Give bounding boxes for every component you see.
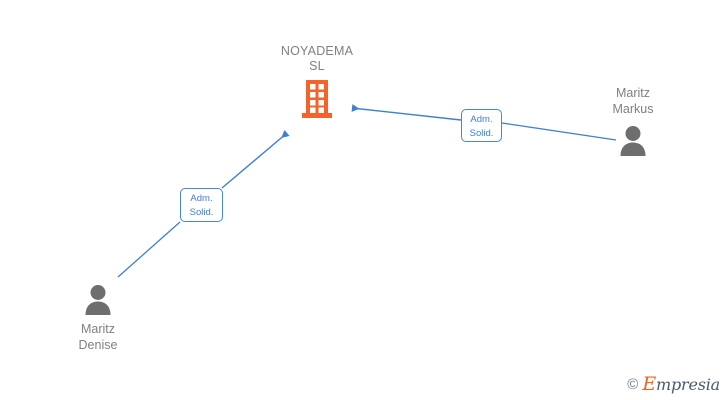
copyright-icon: © — [627, 376, 639, 393]
edge-markus-to-company-left — [351, 104, 462, 121]
person-node-markus[interactable]: Maritz Markus — [573, 85, 693, 156]
relation-label-denise[interactable]: Adm. Solid. — [180, 188, 223, 222]
company-node[interactable]: NOYADEMA SL — [252, 44, 382, 118]
company-name-label: NOYADEMA SL — [280, 44, 354, 73]
person-icon-markus[interactable] — [573, 124, 693, 156]
edge-denise-to-company-lower — [117, 221, 181, 278]
brand-rest: mpresia — [656, 375, 720, 394]
edge-markus-to-company-right — [501, 122, 617, 141]
relation-label-markus[interactable]: Adm. Solid. — [461, 109, 502, 142]
brand-wordmark: Empresia — [642, 375, 720, 394]
brand-initial: E — [642, 373, 656, 395]
person-node-denise[interactable]: Maritz Denise — [38, 283, 158, 353]
building-icon[interactable] — [252, 80, 382, 118]
person-name-label-markus: Maritz Markus — [612, 86, 654, 116]
person-name-label-denise: Maritz Denise — [78, 322, 118, 352]
person-icon-denise[interactable] — [38, 283, 158, 315]
empresia-logo: © Empresia — [627, 375, 720, 394]
edge-denise-to-company-upper — [221, 130, 290, 189]
